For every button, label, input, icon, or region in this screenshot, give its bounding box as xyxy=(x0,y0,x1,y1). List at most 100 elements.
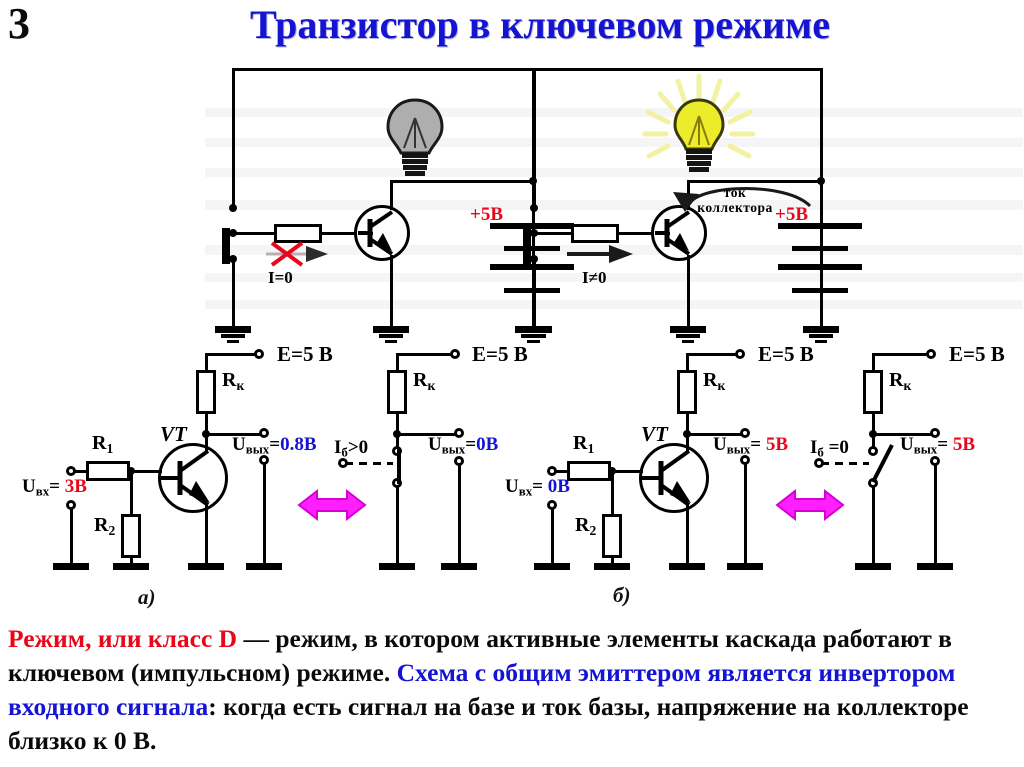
r2-label: R2 xyxy=(94,514,116,538)
output-terminal-lower[interactable] xyxy=(454,456,464,466)
ground-bar xyxy=(534,563,570,570)
supply-terminal[interactable] xyxy=(926,349,936,359)
uout-value: 0.8В xyxy=(280,434,317,455)
r2-resistor xyxy=(121,514,141,558)
r2-label: R2 xyxy=(575,514,597,538)
switch-blade xyxy=(523,228,531,264)
rk-label: Rк xyxy=(889,369,912,393)
wire xyxy=(205,503,208,564)
output-terminal-lower[interactable] xyxy=(740,455,750,465)
input-terminal-lower[interactable] xyxy=(547,500,557,510)
uin-label: Uвх= 3В xyxy=(22,476,87,499)
wire xyxy=(686,433,742,436)
supply-terminal[interactable] xyxy=(254,349,264,359)
wire xyxy=(686,413,689,433)
ground-bar xyxy=(188,563,224,570)
wire xyxy=(396,353,452,356)
uout-value: 0В xyxy=(476,434,499,455)
slide-number: 3 xyxy=(8,0,30,48)
output-terminal-lower[interactable] xyxy=(259,455,269,465)
vt-label: VT xyxy=(160,422,187,446)
base-terminal[interactable] xyxy=(814,458,824,468)
input-terminal[interactable] xyxy=(547,466,557,476)
wire xyxy=(686,433,689,453)
supply-terminal[interactable] xyxy=(450,349,460,359)
wire xyxy=(686,503,689,564)
wire xyxy=(532,229,535,247)
output-terminal[interactable] xyxy=(930,428,940,438)
collector-resistor xyxy=(677,370,697,414)
battery-plate xyxy=(792,246,848,251)
lamp-on-icon xyxy=(642,73,756,172)
wire xyxy=(612,470,643,473)
wire xyxy=(130,470,133,515)
junction-dot xyxy=(229,204,237,212)
wire xyxy=(820,293,823,326)
supply-label: E=5 В xyxy=(277,342,333,366)
schematic-b-caption: б) xyxy=(613,583,631,607)
wire xyxy=(872,413,875,433)
ib-label: Iб>0 xyxy=(334,437,369,460)
supply-label: E=5 В xyxy=(472,342,528,366)
r1-resistor xyxy=(567,461,611,481)
wire xyxy=(321,232,363,235)
supply-label: E=5 В xyxy=(949,342,1005,366)
wire xyxy=(205,433,208,453)
wire xyxy=(72,470,87,473)
output-terminal[interactable] xyxy=(259,428,269,438)
ground-bar xyxy=(441,563,477,570)
wire xyxy=(660,232,670,235)
output-terminal[interactable] xyxy=(454,428,464,438)
wire xyxy=(553,470,568,473)
wire xyxy=(130,557,133,564)
uout-label: Uвых=0.8В xyxy=(232,434,317,457)
supply-label: +5В xyxy=(470,204,503,225)
base-dashed-lead xyxy=(821,462,869,465)
paragraph-segment-black-2: : когда есть сигнал на базе и ток базы, … xyxy=(8,691,969,755)
description-paragraph: Режим, или класс D — режим, в котором ак… xyxy=(8,622,1016,758)
wire xyxy=(618,232,660,235)
ground-bar xyxy=(379,563,415,570)
wire xyxy=(820,180,823,224)
wire xyxy=(232,68,235,208)
output-terminal[interactable] xyxy=(740,428,750,438)
ground-bar xyxy=(669,563,705,570)
wire xyxy=(130,470,162,473)
transistor-symbol xyxy=(639,443,709,513)
output-terminal-lower[interactable] xyxy=(930,456,940,466)
wire xyxy=(687,180,723,183)
wire xyxy=(872,353,875,371)
uin-label: Uвх= 0В xyxy=(505,476,570,499)
wire xyxy=(390,180,426,183)
wire xyxy=(872,353,928,356)
rk-label: Rк xyxy=(703,369,726,393)
wire xyxy=(233,232,275,235)
base-terminal[interactable] xyxy=(338,458,348,468)
collector-resistor xyxy=(196,370,216,414)
wire xyxy=(232,68,535,71)
wire xyxy=(458,465,461,564)
bg-band xyxy=(205,273,1023,282)
supply-terminal[interactable] xyxy=(735,349,745,359)
base-resistor xyxy=(274,224,322,243)
input-terminal-lower[interactable] xyxy=(66,500,76,510)
wire xyxy=(722,180,823,183)
battery-plate xyxy=(490,223,574,229)
switch-terminal-top[interactable] xyxy=(868,446,878,456)
wire xyxy=(396,487,399,564)
junction-dot xyxy=(530,204,538,212)
switch-closed-icon xyxy=(397,448,401,484)
current-arrow-icon xyxy=(567,245,633,263)
equivalence-arrow-icon xyxy=(297,488,367,522)
ground-bar xyxy=(594,563,630,570)
input-terminal[interactable] xyxy=(66,466,76,476)
bg-band xyxy=(205,168,1023,177)
wire xyxy=(744,464,747,564)
battery-plate xyxy=(504,288,560,293)
wire xyxy=(263,464,266,564)
wire xyxy=(686,353,738,356)
collector-current-label-line2: коллектора xyxy=(697,199,773,215)
ground-bar xyxy=(917,563,953,570)
wire xyxy=(390,255,393,326)
